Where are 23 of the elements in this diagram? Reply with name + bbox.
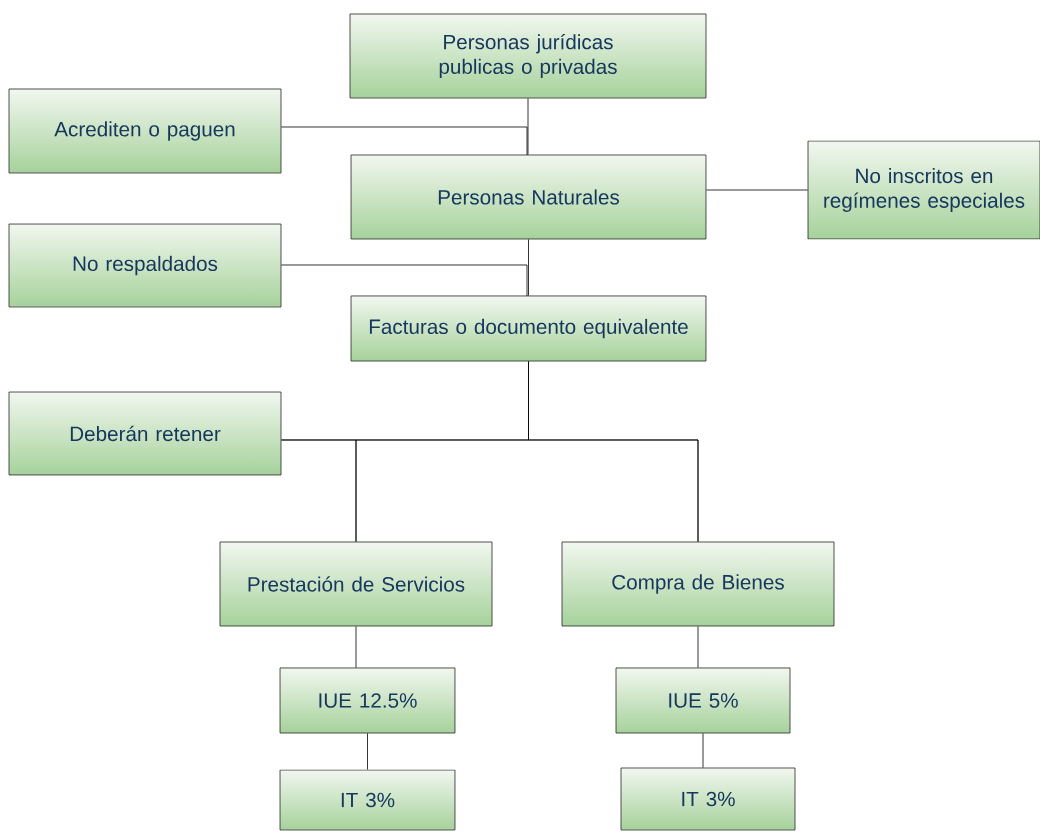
process-box: Personas jurídicas publicas o privadas — [349, 13, 707, 99]
connector-line — [527, 98, 529, 155]
process-box: No inscritos en regímenes especiales — [807, 140, 1040, 240]
process-box: Prestación de Servicios — [219, 541, 493, 627]
connector-line — [355, 626, 357, 668]
connector-line — [702, 733, 704, 768]
connector-line — [281, 126, 528, 156]
process-box: Compra de Bienes — [561, 541, 835, 627]
process-box: No respaldados — [8, 223, 282, 308]
process-box: IT 3% — [620, 767, 796, 831]
connector-line — [367, 733, 368, 770]
connector-line — [705, 189, 808, 191]
process-box: IT 3% — [279, 769, 456, 831]
connector-line — [281, 264, 528, 297]
process-box: Acrediten o paguen — [8, 88, 282, 174]
process-box: Personas Naturales — [350, 154, 707, 240]
process-box: IUE 5% — [615, 667, 791, 734]
connector-line — [528, 239, 529, 296]
connector-line — [281, 439, 699, 542]
connector-line — [697, 626, 699, 668]
process-box: Facturas o documento equivalente — [350, 295, 707, 362]
process-box: Deberán retener — [8, 391, 282, 476]
process-box: IUE 12.5% — [279, 667, 456, 734]
